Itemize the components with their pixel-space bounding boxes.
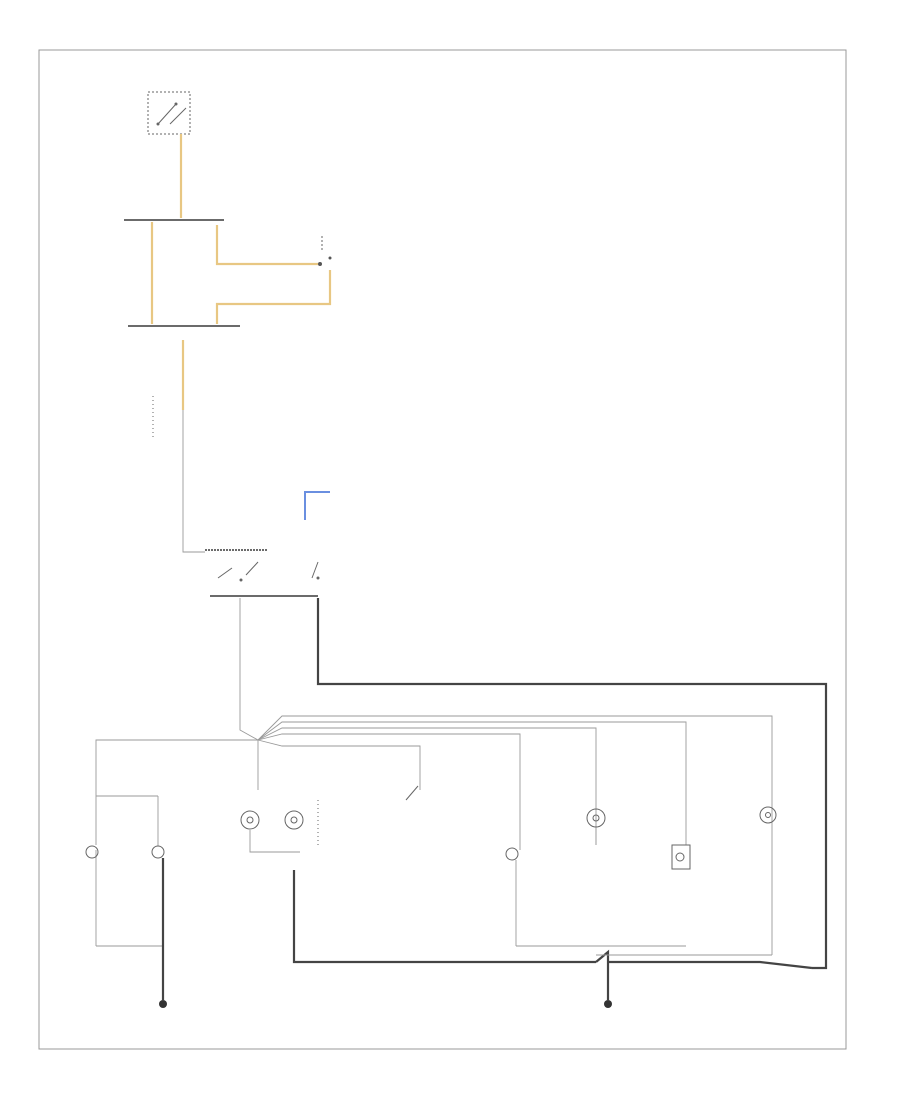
lamp-left-1	[85, 845, 163, 947]
lamp-center-2	[249, 810, 304, 853]
diagram-frame	[38, 49, 847, 1050]
lamp-center-1	[240, 810, 260, 830]
ground-right	[604, 1000, 612, 1008]
wire-right-bus	[608, 960, 813, 970]
wire-switch-left-down	[239, 598, 259, 741]
lamp-right-3	[671, 844, 691, 870]
wire-right-ground	[595, 949, 610, 1000]
lamp-far-right	[759, 806, 777, 824]
wire-bottom-ground-bus	[292, 870, 596, 964]
relay	[318, 236, 332, 266]
wire-blue-sensor	[304, 491, 330, 520]
wire-trunk-lower	[182, 410, 205, 553]
wire-switch-right-down	[316, 598, 828, 970]
fuse-block-switch	[147, 91, 191, 135]
lamp-right-2	[586, 808, 606, 845]
lamp-right-1	[505, 847, 686, 947]
headlamp-switch	[210, 561, 320, 597]
wire-bundle	[95, 715, 773, 955]
wire-relay-upper	[215, 225, 318, 266]
ground-left	[159, 1000, 167, 1008]
lamp-left-2	[96, 795, 165, 859]
wire-relay-lower	[215, 270, 332, 324]
switch-center	[317, 785, 419, 846]
